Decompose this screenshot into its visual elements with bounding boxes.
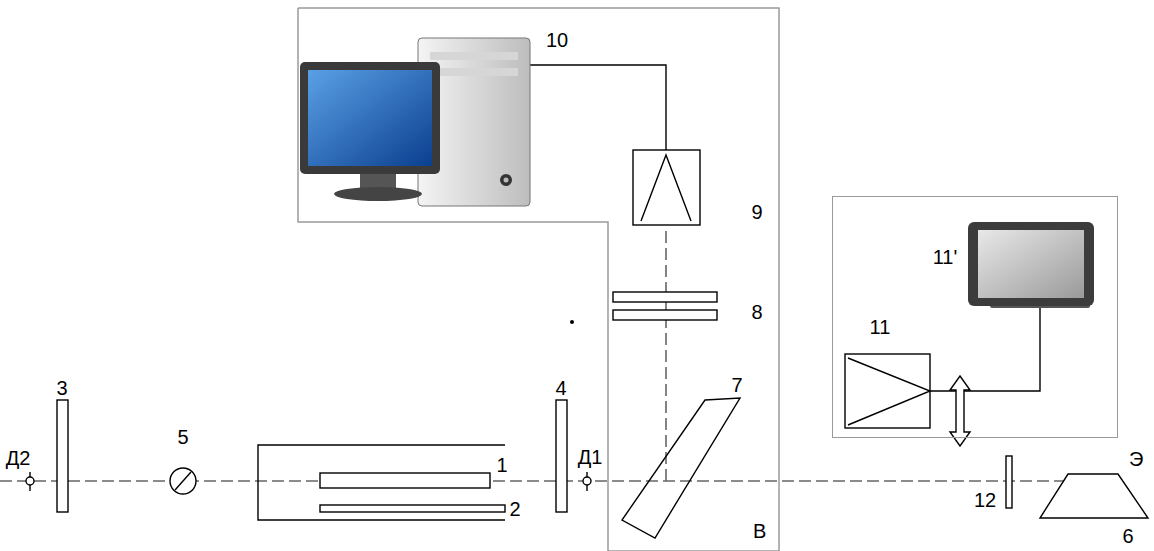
plate <box>1006 456 1012 508</box>
callout-number: 8 <box>751 301 762 323</box>
callout-number: 7 <box>731 374 742 396</box>
mirror <box>57 400 68 512</box>
region-outline <box>298 8 780 551</box>
callout-number: 10 <box>546 29 568 51</box>
wedge-splitter <box>622 398 740 538</box>
callout-number: 1 <box>496 454 507 476</box>
callout-number: 12 <box>974 489 996 511</box>
callout-number: Д2 <box>6 447 31 469</box>
region-frame: В <box>298 8 780 551</box>
callout-number: 2 <box>509 498 520 520</box>
filter <box>613 292 717 320</box>
camera <box>845 354 930 428</box>
callout-number: 11' <box>933 246 958 268</box>
callout-number: 4 <box>555 377 566 399</box>
callout-number: 3 <box>56 377 67 399</box>
callout-number: 6 <box>1122 525 1133 547</box>
callout-number: 11 <box>870 316 891 338</box>
callout-number: 5 <box>177 426 188 448</box>
region-letter: В <box>753 520 766 542</box>
prism <box>1040 474 1148 518</box>
cable <box>930 306 1040 391</box>
region-letter: Э <box>1129 448 1143 470</box>
laser-beam <box>0 226 1064 481</box>
mirror <box>556 400 567 512</box>
monitor-icon <box>968 222 1094 308</box>
laser-head <box>258 445 505 520</box>
cable <box>530 65 666 150</box>
dot <box>570 320 574 324</box>
callout-number: 9 <box>751 201 762 223</box>
photodetector <box>633 150 700 225</box>
double-arrow <box>950 376 970 446</box>
region-outline-path <box>298 8 779 551</box>
callout-number: Д1 <box>578 446 603 468</box>
shutter <box>170 468 196 494</box>
computer-icon <box>300 38 530 206</box>
